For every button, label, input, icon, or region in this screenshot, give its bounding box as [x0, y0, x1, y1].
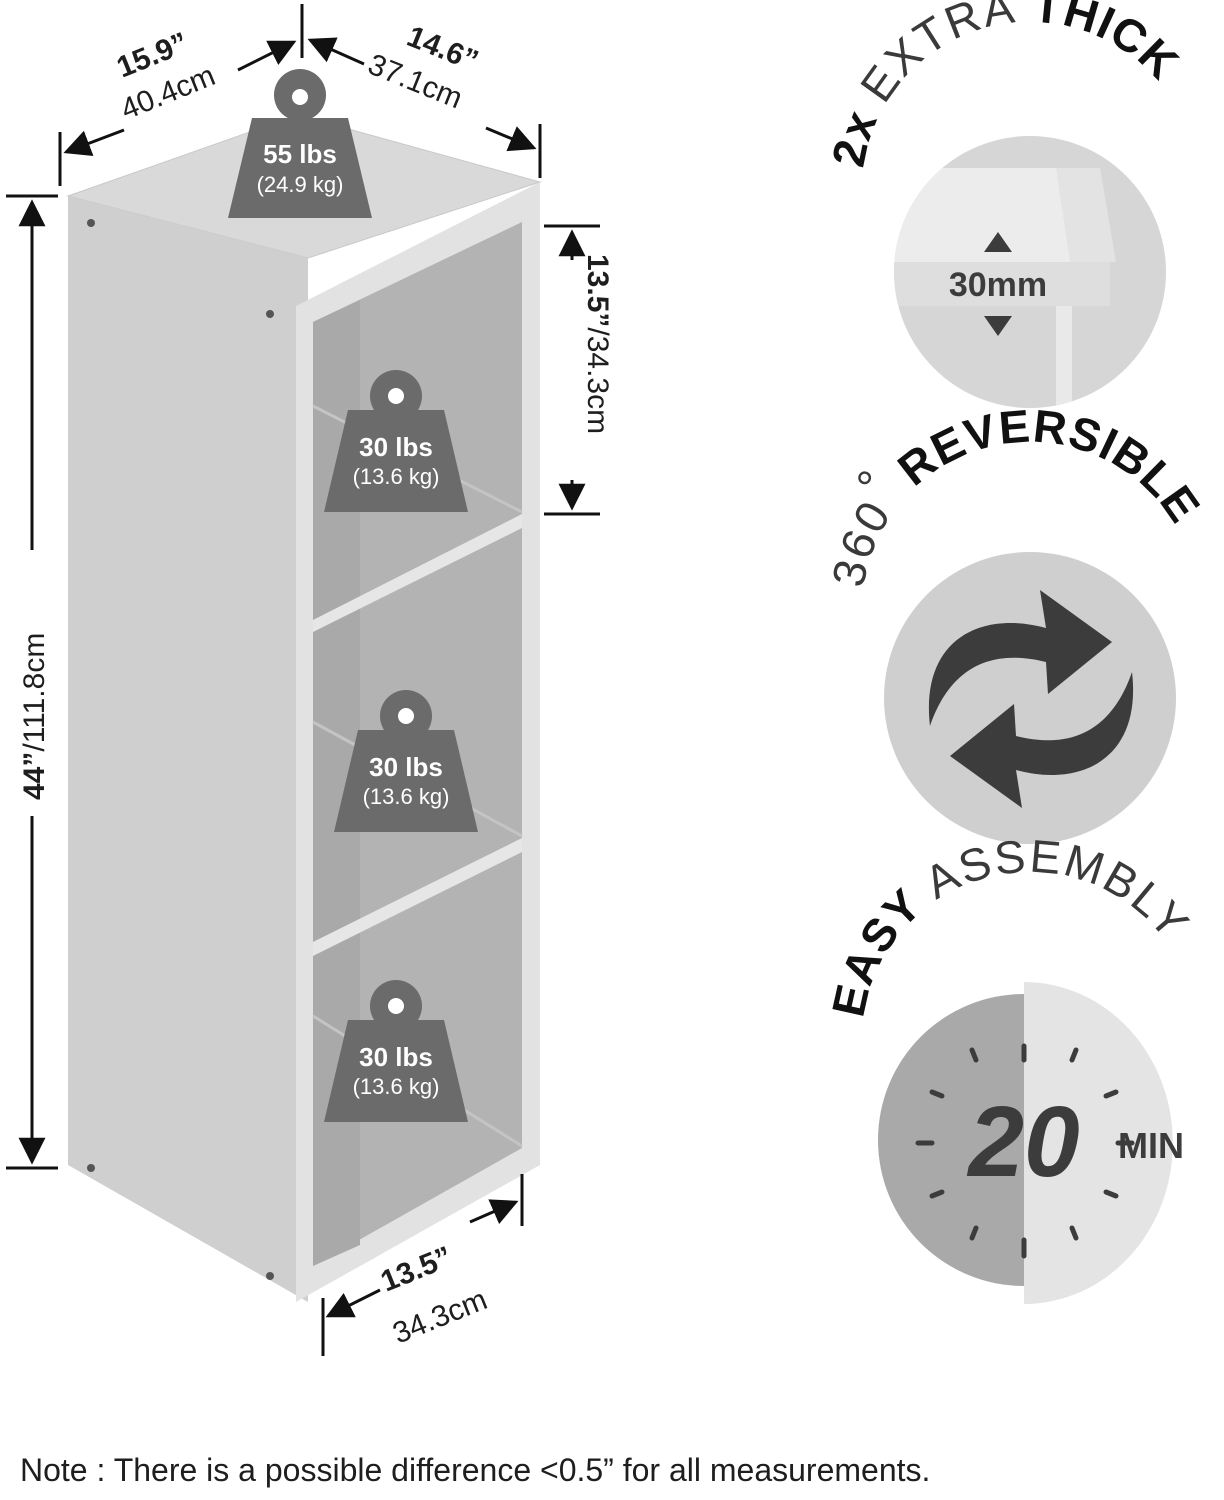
bookshelf	[66, 114, 542, 1302]
weight-kg: (13.6 kg)	[353, 1074, 440, 1099]
measurement-note: Note : There is a possible difference <0…	[20, 1452, 931, 1488]
dim-shelf-height-in: 13.5”	[581, 254, 614, 327]
weight-shelf-2: 30 lbs (13.6 kg)	[334, 690, 478, 832]
down-arrow-icon	[984, 316, 1012, 336]
screw-icon	[87, 219, 95, 227]
weight-icon	[324, 410, 468, 512]
screw-icon	[266, 1272, 274, 1280]
rotate-arrows-icon	[928, 590, 1134, 808]
badge-reversible: 360°REVERSIBLE	[822, 399, 1210, 844]
weight-icon	[324, 1020, 468, 1122]
weight-kg: (13.6 kg)	[353, 464, 440, 489]
timer-circle-left	[878, 994, 1024, 1286]
arrow-depth	[307, 37, 365, 66]
assembly-number: 20	[966, 1086, 1079, 1198]
weight-kg: (13.6 kg)	[363, 784, 450, 809]
weight-kg: (24.9 kg)	[257, 172, 344, 197]
weight-shelf-3: 30 lbs (13.6 kg)	[324, 980, 468, 1122]
shelf-side-panel	[68, 196, 308, 1302]
dim-height-in: 44”	[18, 752, 51, 800]
badge-assembly-heading: EASYASSEMBLY	[822, 829, 1201, 1021]
weight-lbs: 55 lbs	[263, 139, 337, 169]
reversible-circle	[884, 552, 1176, 844]
dim-height-cm: /111.8cm	[18, 633, 51, 752]
dim-height: 44”/111.8cm	[18, 633, 51, 800]
arrow-bottom-depth	[325, 1288, 381, 1318]
dim-shelf-height-cm: /34.3cm	[581, 327, 614, 434]
arrow-width	[63, 128, 125, 157]
weight-shelf-1: 30 lbs (13.6 kg)	[324, 370, 468, 512]
screw-icon	[87, 1164, 95, 1172]
shelf-divider-2	[313, 838, 522, 956]
dim-bottom-depth-cm: 34.3cm	[388, 1283, 492, 1350]
screw-icon	[266, 310, 274, 318]
dim-shelf-height: 13.5”/34.3cm	[581, 254, 614, 434]
weight-lbs: 30 lbs	[359, 1042, 433, 1072]
clock-ticks-icon	[915, 1043, 1135, 1259]
assembly-unit: MIN	[1118, 1125, 1184, 1166]
badge-assembly: EASYASSEMBLY 20 MIN	[822, 829, 1201, 1304]
timer-circle-right	[1024, 982, 1173, 1304]
weight-lbs: 30 lbs	[359, 432, 433, 462]
up-arrow-icon	[984, 232, 1012, 252]
weight-icon	[334, 730, 478, 832]
shelf-divider-1	[313, 514, 522, 632]
dimension-lines	[6, 4, 600, 1356]
weight-lbs: 30 lbs	[369, 752, 443, 782]
weight-icon	[228, 118, 372, 218]
thick-value: 30mm	[949, 266, 1047, 304]
weight-top: 55 lbs (24.9 kg)	[228, 69, 372, 218]
